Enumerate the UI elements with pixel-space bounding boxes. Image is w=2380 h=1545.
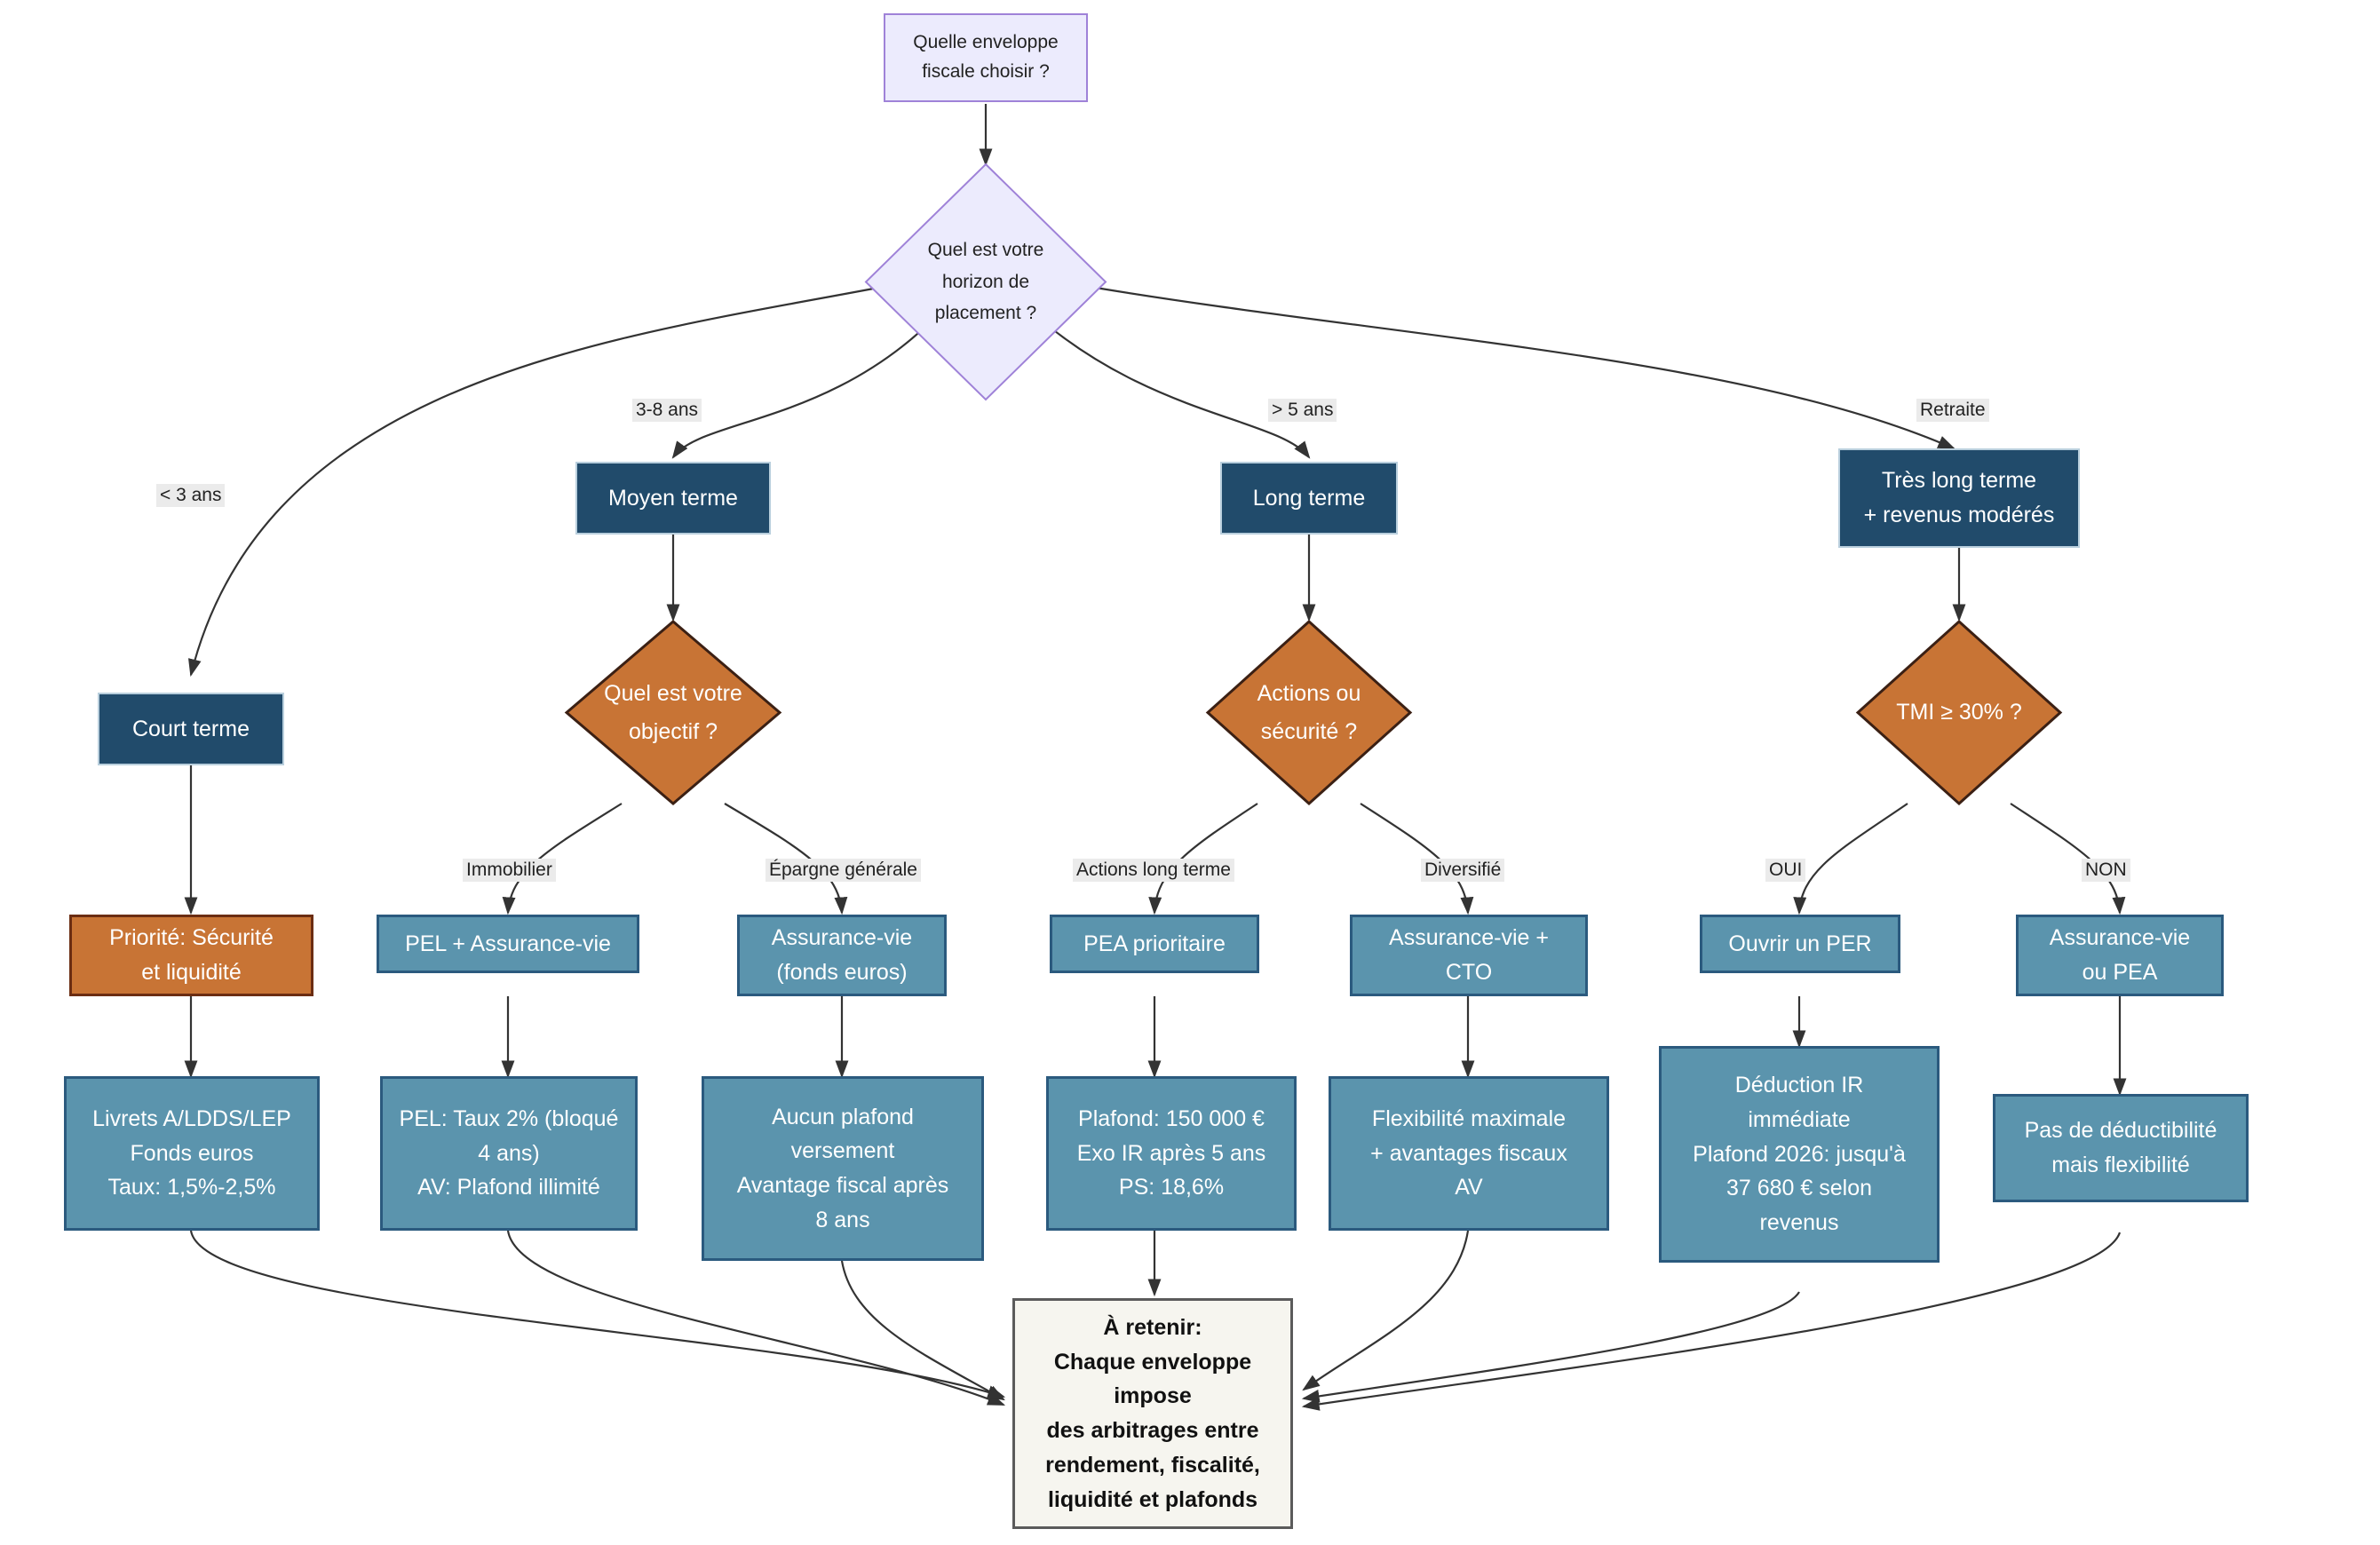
node-deduction-ir-detail-label: Déduction IR immédiate Plafond 2026: jus… [1693,1073,1906,1236]
node-livrets-detail[interactable]: Livrets A/LDDS/LEP Fonds euros Taux: 1,5… [64,1076,320,1231]
node-assurance-vie-cto-label: Assurance-vie + CTO [1389,925,1549,985]
node-court-terme[interactable]: Court terme [98,693,284,765]
node-aucun-plafond-detail[interactable]: Aucun plafond versement Avantage fiscal … [702,1076,984,1261]
node-pel-detail[interactable]: PEL: Taux 2% (bloqué 4 ans) AV: Plafond … [380,1076,638,1231]
node-objectif-decision[interactable]: Quel est votre objectif ? [564,620,782,805]
node-pel-assurance-vie[interactable]: PEL + Assurance-vie [377,915,639,973]
node-moyen-terme-label: Moyen terme [608,485,738,511]
edge-label-oui: OUI [1765,859,1806,882]
node-pel-detail-label: PEL: Taux 2% (bloqué 4 ans) AV: Plafond … [399,1105,619,1200]
node-assurance-vie-fonds-label: Assurance-vie (fonds euros) [771,925,913,985]
node-ouvrir-per-label: Ouvrir un PER [1728,931,1872,956]
edge-label-moins-3-ans: < 3 ans [156,484,226,507]
edge-label-retraite: Retraite [1916,399,1989,422]
node-pas-deductibilite-detail[interactable]: Pas de déductibilité mais flexibilité [1993,1094,2249,1202]
node-aucun-plafond-detail-label: Aucun plafond versement Avantage fiscal … [736,1104,949,1232]
node-a-retenir-label: À retenir: Chaque enveloppe impose des a… [1045,1314,1260,1512]
node-moyen-terme[interactable]: Moyen terme [575,462,771,535]
node-livrets-detail-label: Livrets A/LDDS/LEP Fonds euros Taux: 1,5… [92,1105,291,1200]
node-deduction-ir-detail[interactable]: Déduction IR immédiate Plafond 2026: jus… [1659,1046,1940,1263]
node-court-terme-label: Court terme [132,716,250,741]
edge-label-immobilier: Immobilier [463,859,556,882]
node-pea-prioritaire-label: PEA prioritaire [1083,931,1226,956]
node-assurance-vie-ou-pea-label: Assurance-vie ou PEA [2049,925,2191,985]
node-assurance-vie-fonds[interactable]: Assurance-vie (fonds euros) [737,915,947,996]
node-flexibilite-detail[interactable]: Flexibilité maximale + avantages fiscaux… [1329,1076,1609,1231]
node-tres-long-terme[interactable]: Très long terme + revenus modérés [1838,448,2080,548]
node-priorite-label: Priorité: Sécurité et liquidité [109,925,274,985]
node-assurance-vie-ou-pea[interactable]: Assurance-vie ou PEA [2016,915,2224,996]
node-tmi-decision[interactable]: TMI ≥ 30% ? [1855,619,2063,806]
node-priorite[interactable]: Priorité: Sécurité et liquidité [69,915,313,996]
node-flexibilite-detail-label: Flexibilité maximale + avantages fiscaux… [1370,1105,1567,1200]
node-tres-long-terme-label: Très long terme + revenus modérés [1863,468,2055,527]
node-long-terme-label: Long terme [1252,485,1366,511]
edge-label-epargne-generale: Épargne générale [766,859,921,882]
edge-label-diversifie: Diversifié [1421,859,1505,882]
edge-label-non: NON [2082,859,2130,882]
node-pas-deductibilite-detail-label: Pas de déductibilité mais flexibilité [2024,1118,2217,1177]
node-plafond-pea-detail-label: Plafond: 150 000 € Exo IR après 5 ans PS… [1076,1105,1266,1200]
node-start-label: Quelle enveloppe fiscale choisir ? [913,32,1059,82]
edge-label-actions-long-terme: Actions long terme [1073,859,1234,882]
node-assurance-vie-cto[interactable]: Assurance-vie + CTO [1350,915,1588,996]
node-a-retenir[interactable]: À retenir: Chaque enveloppe impose des a… [1012,1298,1293,1529]
node-start[interactable]: Quelle enveloppe fiscale choisir ? [884,13,1088,102]
node-pel-assurance-vie-label: PEL + Assurance-vie [405,931,611,956]
node-ouvrir-per[interactable]: Ouvrir un PER [1700,915,1900,973]
node-plafond-pea-detail[interactable]: Plafond: 150 000 € Exo IR après 5 ans PS… [1046,1076,1297,1231]
node-long-terme[interactable]: Long terme [1220,462,1398,535]
edge-label-3-8-ans: 3-8 ans [632,399,702,422]
node-actions-securite-decision[interactable]: Actions ou sécurité ? [1205,619,1413,806]
edge-label-plus-5-ans: > 5 ans [1268,399,1337,422]
node-horizon-decision[interactable]: Quel est votre horizon de placement ? [864,162,1107,401]
node-pea-prioritaire[interactable]: PEA prioritaire [1050,915,1259,973]
